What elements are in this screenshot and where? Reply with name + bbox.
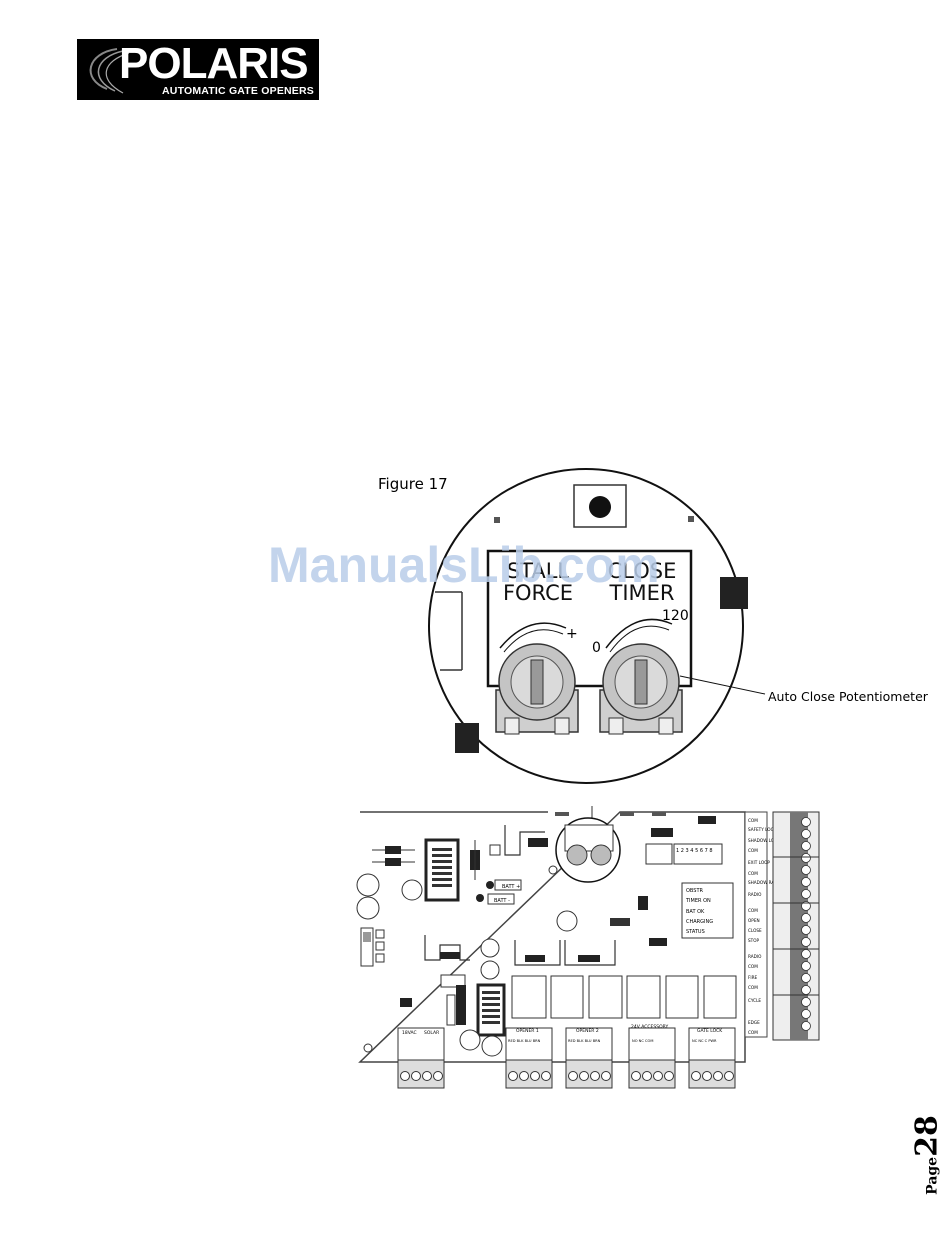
magnified-view: STALL FORCE CLOSE TIMER 0 120 + bbox=[428, 468, 766, 784]
opener2-header: OPENER 2 bbox=[576, 1028, 599, 1034]
accessory-pins: NO NC COM bbox=[632, 1039, 653, 1043]
polaris-logo: POLARIS AUTOMATIC GATE OPENERS bbox=[77, 39, 319, 100]
battery-minus: BATT - bbox=[494, 898, 510, 904]
accessory-header: 24V ACCESSORY bbox=[631, 1024, 668, 1030]
led-obstr: OBSTR bbox=[686, 888, 704, 894]
logo-tagline: AUTOMATIC GATE OPENERS bbox=[162, 85, 314, 97]
opener1-header: OPENER 1 bbox=[516, 1028, 539, 1034]
stall-force-line1: STALL bbox=[507, 559, 570, 583]
term-label-17: EDGE bbox=[748, 1020, 760, 1025]
term-label-5: COM bbox=[748, 871, 758, 876]
term-label-2: SHADOW LOOP bbox=[748, 838, 780, 843]
term-label-3: COM bbox=[748, 848, 758, 853]
term-label-18: COM bbox=[748, 1030, 758, 1035]
page-number: Page28 bbox=[907, 1110, 947, 1200]
gatelock-pins: NC NC C PWR bbox=[692, 1039, 717, 1043]
led-status: STATUS bbox=[686, 929, 705, 935]
page-number-value: 28 bbox=[909, 1115, 945, 1157]
logo-brand: POLARIS bbox=[119, 39, 309, 88]
right-terminal-blocks bbox=[772, 811, 820, 1041]
circuit-board: 1 2 3 4 5 6 7 8 OBSTR TIMER ON BAT OK CH… bbox=[356, 806, 820, 1089]
timer-max-label: 120 bbox=[662, 608, 689, 624]
term-label-0: COM bbox=[748, 818, 758, 823]
callout-label: Auto Close Potentiometer bbox=[768, 689, 928, 704]
figure-caption: Figure 17 bbox=[378, 475, 448, 493]
stall-force-potentiometer bbox=[495, 643, 579, 735]
page-word: Page bbox=[924, 1156, 941, 1195]
term-label-4: EXIT LOOP bbox=[748, 860, 770, 865]
term-label-7: RADIO bbox=[748, 892, 762, 897]
opener1-pins: RED BLK BLU BRN bbox=[508, 1039, 541, 1043]
dip-labels: 1 2 3 4 5 6 7 8 bbox=[676, 848, 713, 854]
bottom-terminal-blocks: 18VAC SOLAR OPENER 1 RED BLK BLU BRN OPE… bbox=[397, 1024, 736, 1089]
term-label-13: COM bbox=[748, 964, 758, 969]
term-label-16: CYCLE bbox=[748, 998, 761, 1003]
term-label-8: COM bbox=[748, 908, 758, 913]
power-18vac: 18VAC bbox=[402, 1030, 417, 1036]
battery-plus: BATT + bbox=[502, 884, 520, 890]
gatelock-header: GATE LOCK bbox=[697, 1028, 723, 1034]
callout-leader-line bbox=[679, 675, 766, 695]
term-label-10: CLOSE bbox=[748, 928, 762, 933]
term-label-9: OPEN bbox=[748, 918, 760, 923]
logo-swirl-icon bbox=[89, 48, 130, 94]
term-label-15: COM bbox=[748, 985, 758, 990]
term-label-14: FIRE bbox=[748, 975, 758, 980]
power-solar: SOLAR bbox=[424, 1030, 439, 1036]
watermark: ManualsLib.com bbox=[268, 537, 660, 593]
force-plus-label: + bbox=[566, 626, 578, 642]
term-label-1: SAFETY LOOP bbox=[748, 827, 777, 832]
led-charging: CHARGING bbox=[686, 919, 713, 925]
term-label-11: STOP bbox=[748, 938, 760, 943]
close-timer-line2: TIMER bbox=[609, 581, 675, 605]
timer-arc-icon bbox=[605, 618, 673, 649]
timer-min-label: 0 bbox=[592, 640, 601, 656]
led-timer-on: TIMER ON bbox=[685, 898, 711, 904]
stall-force-line2: FORCE bbox=[503, 581, 573, 605]
opener2-pins: RED BLK BLU BRN bbox=[568, 1039, 601, 1043]
term-label-12: RADIO bbox=[748, 954, 762, 959]
close-timer-line1: CLOSE bbox=[608, 559, 677, 583]
force-arc-icon bbox=[499, 622, 567, 649]
led-bat-ok: BAT OK bbox=[686, 909, 705, 915]
term-label-6: SHADOW RADIO bbox=[748, 880, 783, 885]
close-timer-potentiometer bbox=[599, 643, 683, 735]
